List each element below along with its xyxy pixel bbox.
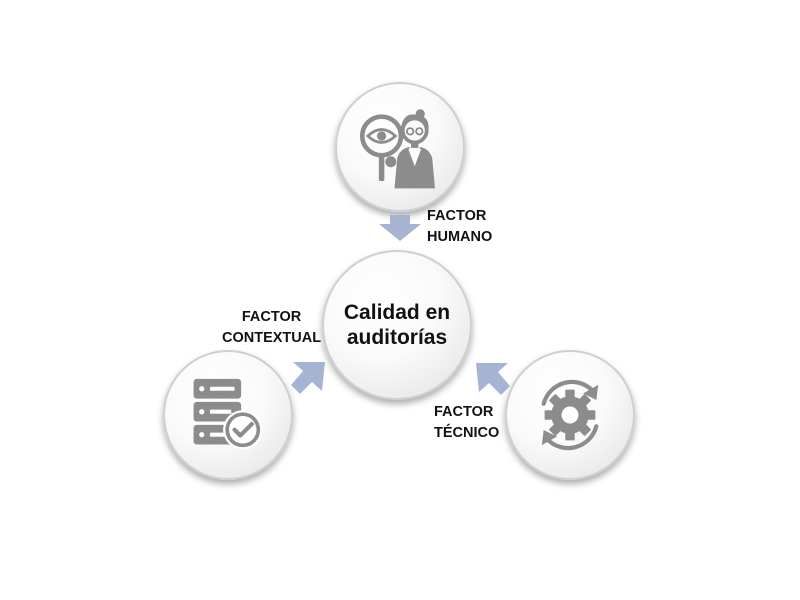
- human-factor-circle: [335, 82, 465, 212]
- technical-factor-circle: [505, 350, 635, 480]
- arrow-down-to-center: [379, 215, 421, 241]
- central-concept-circle: Calidad en auditorías: [322, 250, 472, 400]
- technical-factor-label-line-2: TÉCNICO: [434, 425, 500, 441]
- technical-factor-label-line-1: FACTOR: [434, 404, 494, 420]
- contextual-factor-label-line-1: FACTOR: [241, 309, 302, 325]
- auditor-magnifier-icon: [359, 109, 435, 189]
- human-factor-label-line-1: FACTOR: [427, 208, 487, 224]
- central-title-line-2: auditorías: [346, 326, 448, 349]
- contextual-factor-label: FACTOR CONTEXTUAL: [222, 307, 321, 349]
- human-factor-label-line-2: HUMANO: [427, 229, 493, 245]
- human-factor-label: FACTOR HUMANO: [427, 206, 492, 248]
- technical-factor-label: FACTOR TÉCNICO: [434, 402, 499, 444]
- gear-cycle-icon: [541, 379, 599, 451]
- arrow-right-to-center: [476, 363, 510, 395]
- central-title-line-1: Calidad en: [343, 301, 451, 324]
- contextual-factor-circle: [163, 350, 293, 480]
- arrow-left-to-center: [291, 362, 325, 394]
- central-concept-title: Calidad en auditorías: [337, 300, 457, 350]
- contextual-factor-label-line-2: CONTEXTUAL: [222, 330, 322, 346]
- server-check-icon: [193, 378, 263, 450]
